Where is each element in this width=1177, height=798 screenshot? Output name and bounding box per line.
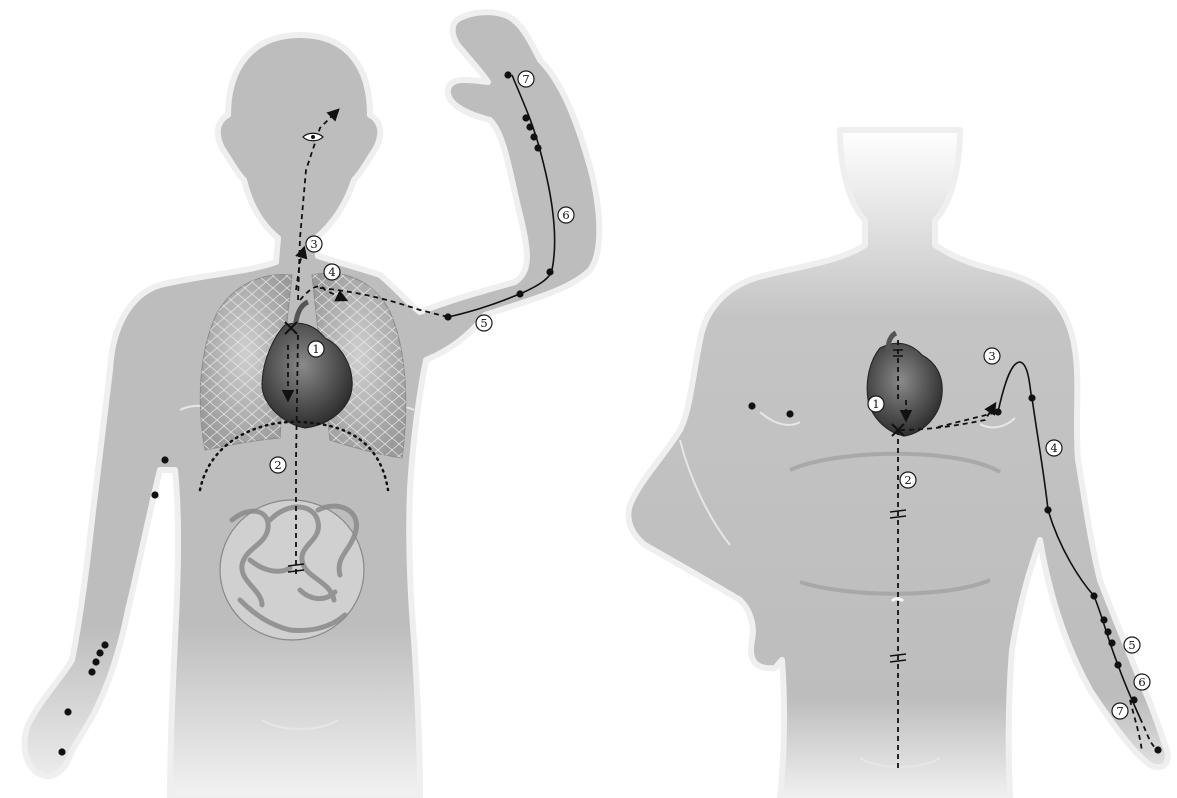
svg-text:2: 2 [904,473,911,487]
svg-text:3: 3 [988,349,995,363]
anterior-label-3: 3 [306,236,322,252]
svg-text:2: 2 [274,458,281,472]
anterior-label-6: 6 [558,207,574,223]
anterior-label-7: 7 [518,71,534,87]
posterior-label-7: 7 [1112,703,1128,719]
posterior-figure: 1 2 3 4 5 6 7 [628,130,1167,798]
anterior-label-1: 1 [308,341,324,357]
posterior-label-5: 5 [1124,637,1140,653]
posterior-label-3: 3 [984,348,1000,364]
posterior-label-4: 4 [1046,440,1062,456]
svg-text:7: 7 [522,72,529,86]
anterior-figure: 1 2 3 4 5 6 7 [24,12,599,798]
svg-text:4: 4 [1050,441,1057,455]
svg-text:6: 6 [562,208,569,222]
svg-text:6: 6 [1138,675,1145,689]
svg-text:4: 4 [328,265,335,279]
posterior-label-1: 1 [868,396,884,412]
svg-text:5: 5 [480,316,487,330]
svg-text:1: 1 [872,397,879,411]
svg-text:7: 7 [1116,704,1123,718]
anterior-label-2: 2 [270,457,286,473]
svg-text:3: 3 [310,237,317,251]
svg-text:1: 1 [312,342,319,356]
anterior-label-5: 5 [476,315,492,331]
posterior-body-silhouette [628,130,1167,798]
posterior-label-6: 6 [1134,674,1150,690]
intestines-illustration [220,500,364,640]
anterior-label-4: 4 [324,264,340,280]
posterior-label-2: 2 [900,472,916,488]
svg-text:5: 5 [1128,638,1135,652]
